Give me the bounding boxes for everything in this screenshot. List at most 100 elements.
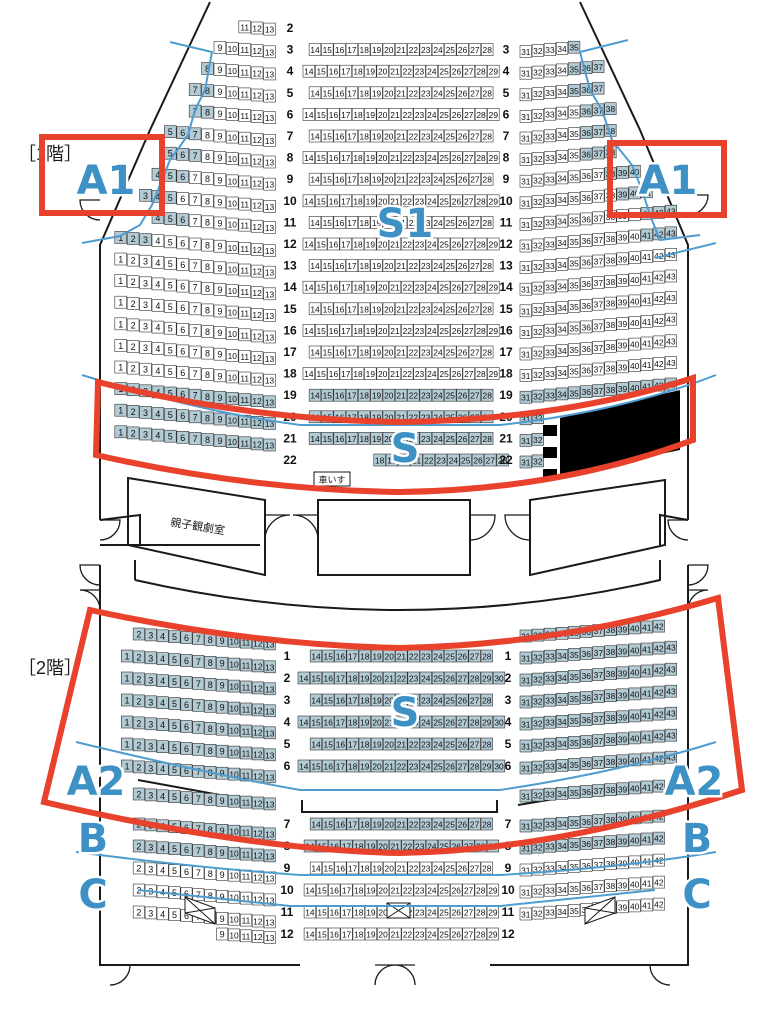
seat[interactable] xyxy=(652,313,665,327)
seat[interactable] xyxy=(456,388,469,402)
seat[interactable] xyxy=(419,129,432,143)
seat[interactable] xyxy=(568,386,581,400)
seat[interactable] xyxy=(519,218,532,231)
seat[interactable] xyxy=(238,285,251,298)
seat[interactable] xyxy=(407,388,420,402)
seat[interactable] xyxy=(238,371,251,385)
seat[interactable] xyxy=(394,216,408,229)
seat[interactable] xyxy=(250,198,264,212)
seat[interactable] xyxy=(640,336,653,350)
seat[interactable] xyxy=(139,189,152,202)
seat[interactable] xyxy=(238,414,251,428)
seat[interactable] xyxy=(531,281,544,295)
seat[interactable] xyxy=(333,259,346,272)
seat[interactable] xyxy=(555,214,569,228)
seat[interactable] xyxy=(308,432,322,445)
seat[interactable] xyxy=(388,194,402,208)
seat[interactable] xyxy=(333,43,346,56)
seat[interactable] xyxy=(201,105,214,119)
seat[interactable] xyxy=(327,194,340,208)
seat[interactable] xyxy=(139,276,152,290)
seat[interactable] xyxy=(382,259,395,272)
seat[interactable] xyxy=(213,85,227,98)
seat[interactable] xyxy=(238,242,251,255)
seat[interactable] xyxy=(580,126,593,139)
seat[interactable] xyxy=(462,367,475,380)
seat[interactable] xyxy=(238,263,251,277)
seat[interactable] xyxy=(156,674,169,688)
seat[interactable] xyxy=(251,681,264,695)
seat[interactable] xyxy=(346,649,359,663)
seat[interactable] xyxy=(370,216,383,229)
seat[interactable] xyxy=(188,237,202,251)
seat[interactable] xyxy=(327,280,340,294)
seat[interactable] xyxy=(425,151,438,164)
seat[interactable] xyxy=(250,437,264,451)
seat[interactable] xyxy=(474,151,488,164)
seat[interactable] xyxy=(314,280,328,294)
seat[interactable] xyxy=(351,280,365,294)
seat[interactable] xyxy=(531,303,544,317)
seat[interactable] xyxy=(592,146,605,160)
seat[interactable] xyxy=(437,108,451,121)
seat[interactable] xyxy=(462,280,475,294)
seat[interactable] xyxy=(616,274,629,287)
seat[interactable] xyxy=(250,44,264,58)
seat[interactable] xyxy=(568,235,581,248)
seat[interactable] xyxy=(592,254,605,268)
seat[interactable] xyxy=(555,365,569,379)
seat[interactable] xyxy=(481,216,494,229)
seat[interactable] xyxy=(555,301,569,314)
seat[interactable] xyxy=(592,341,605,354)
seat[interactable] xyxy=(308,302,322,316)
seat[interactable] xyxy=(176,258,189,271)
seat[interactable] xyxy=(568,364,581,378)
seat[interactable] xyxy=(321,43,334,56)
seat[interactable] xyxy=(487,194,500,208)
seat[interactable] xyxy=(431,259,445,272)
seat[interactable] xyxy=(201,433,214,446)
seat[interactable] xyxy=(114,403,127,417)
seat[interactable] xyxy=(240,680,252,694)
seat[interactable] xyxy=(226,64,239,77)
seat[interactable] xyxy=(192,677,205,690)
seat[interactable] xyxy=(568,84,581,97)
seat[interactable] xyxy=(176,409,189,423)
seat[interactable] xyxy=(188,324,202,337)
seat[interactable] xyxy=(419,172,432,186)
seat[interactable] xyxy=(388,280,402,294)
seat[interactable] xyxy=(333,172,346,186)
seat[interactable] xyxy=(213,129,227,143)
seat[interactable] xyxy=(370,43,383,56)
seat[interactable] xyxy=(640,315,653,328)
seat[interactable] xyxy=(114,295,127,309)
seat[interactable] xyxy=(652,357,665,370)
seat[interactable] xyxy=(345,302,359,316)
seat[interactable] xyxy=(345,388,359,402)
seat[interactable] xyxy=(543,280,557,294)
seat[interactable] xyxy=(176,301,189,315)
seat[interactable] xyxy=(156,652,169,666)
seat[interactable] xyxy=(139,298,152,311)
seat[interactable] xyxy=(444,432,457,445)
seat[interactable] xyxy=(302,64,315,78)
seat[interactable] xyxy=(543,151,557,164)
seat[interactable] xyxy=(263,330,276,344)
seat[interactable] xyxy=(188,410,202,424)
seat[interactable] xyxy=(132,627,145,641)
seat[interactable] xyxy=(351,108,365,121)
seat[interactable] xyxy=(413,108,426,121)
seat[interactable] xyxy=(370,86,383,100)
seat[interactable] xyxy=(126,340,140,353)
seat[interactable] xyxy=(226,327,239,341)
seat[interactable] xyxy=(339,151,352,164)
seat[interactable] xyxy=(640,293,653,307)
seat[interactable] xyxy=(126,318,140,332)
seat[interactable] xyxy=(373,453,386,467)
seat[interactable] xyxy=(308,172,322,186)
seat[interactable] xyxy=(151,407,165,420)
seat[interactable] xyxy=(114,252,127,266)
seat[interactable] xyxy=(308,86,322,100)
seat[interactable] xyxy=(468,216,482,229)
seat[interactable] xyxy=(188,193,202,206)
